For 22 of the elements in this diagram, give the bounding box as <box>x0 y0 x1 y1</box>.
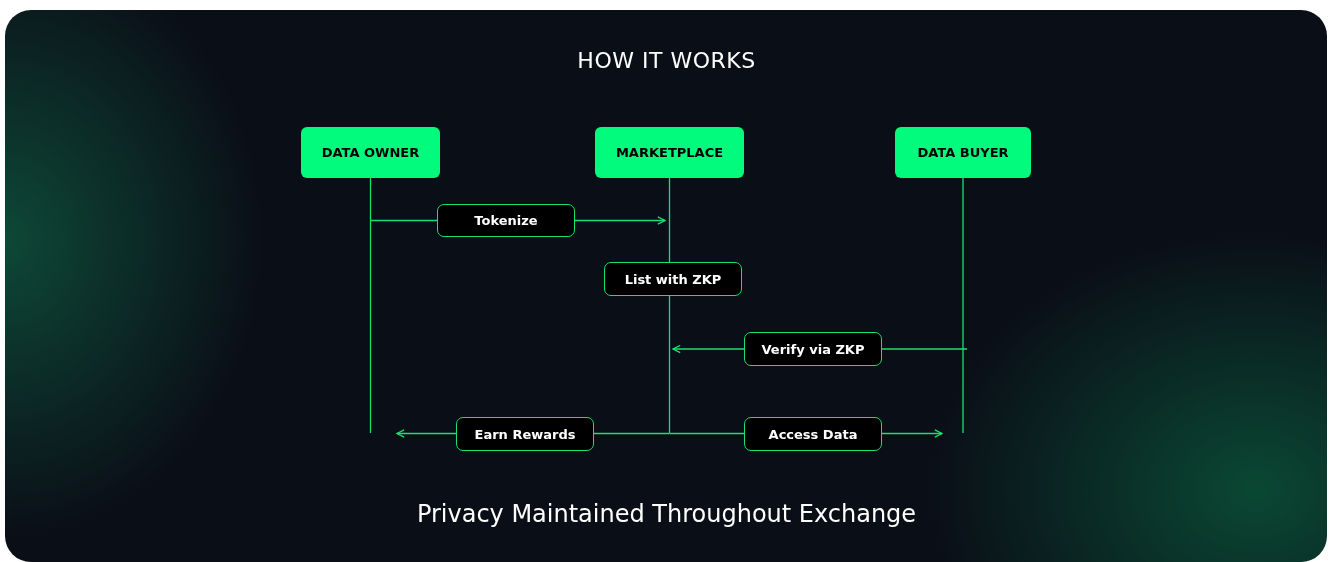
participant-box: MARKETPLACE <box>595 127 744 178</box>
arrow <box>396 429 457 438</box>
diagram-caption: Privacy Maintained Throughout Exchange <box>416 500 917 528</box>
arrow <box>881 429 943 438</box>
connector-line <box>962 177 964 434</box>
step-box: List with ZKP <box>604 262 742 296</box>
diagram-title: HOW IT WORKS <box>577 48 756 73</box>
connector-line <box>668 177 671 263</box>
connector-line <box>668 295 671 434</box>
step-box: Verify via ZKP <box>744 332 882 366</box>
arrow <box>672 344 745 354</box>
connector-line <box>668 432 745 435</box>
connector-line <box>369 177 372 434</box>
participant-box: DATA BUYER <box>895 127 1031 178</box>
connector-line <box>369 219 438 222</box>
connector-line <box>881 348 968 350</box>
step-box: Tokenize <box>437 204 575 237</box>
step-box: Access Data <box>744 417 882 451</box>
step-box: Earn Rewards <box>456 417 594 451</box>
connector-line <box>593 432 671 435</box>
participant-box: DATA OWNER <box>301 127 440 178</box>
arrow <box>574 216 666 225</box>
